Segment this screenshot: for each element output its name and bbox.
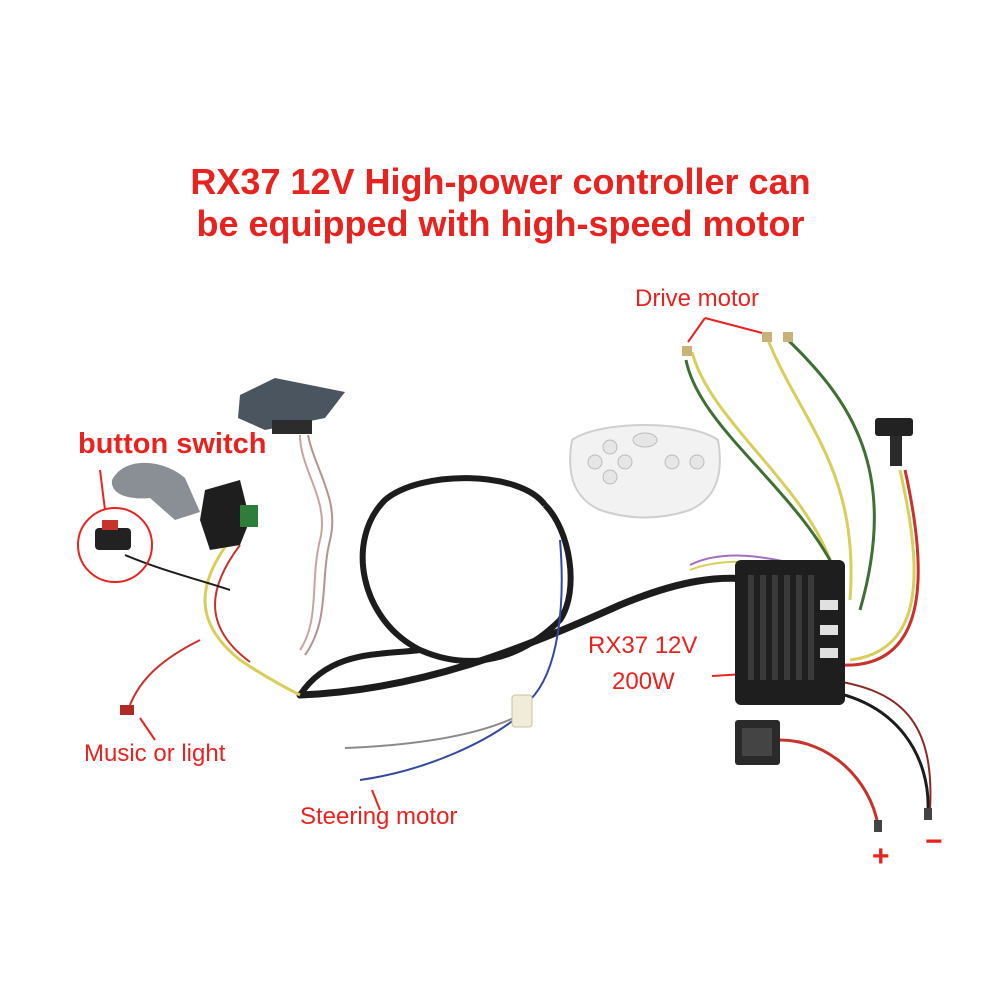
gear-shifter-icon (111, 462, 258, 550)
minus-terminal (924, 808, 932, 820)
switch-wire (124, 554, 231, 591)
drive-connector-2 (762, 332, 772, 342)
drive-wire-yellow-3 (849, 469, 916, 662)
power-wire-red-2 (829, 679, 932, 811)
plus-terminal (874, 820, 882, 832)
power-wire-black (819, 688, 930, 811)
drive-wire-green-2 (786, 338, 876, 611)
main-harness-wire (296, 574, 759, 699)
page-title-line-2: be equipped with high-speed motor (196, 203, 805, 244)
drive-wire-yellow-2 (766, 339, 853, 601)
foot-pedal-icon (238, 378, 345, 434)
pedal-wire-pink-1 (299, 434, 323, 651)
harness-branch-wire (297, 647, 421, 697)
controller-box-icon (735, 560, 845, 705)
minus-sign-label: − (925, 825, 943, 858)
steering-motor-label: Steering motor (300, 803, 458, 830)
drive-motor-pointer (687, 317, 771, 343)
remote-control-icon (569, 424, 721, 519)
drive-wire-red-3 (839, 469, 920, 667)
music-or-light-label: Music or light (84, 740, 226, 767)
drive-wire-yellow-1 (690, 351, 832, 561)
controller-label-line-1: RX37 12V (588, 632, 698, 659)
button-switch-label: button switch (78, 428, 267, 460)
controller-label-line-2: 200W (612, 668, 675, 695)
harness-loop-wire (359, 475, 574, 664)
shifter-wire-bundle (203, 539, 301, 697)
music-connector-icon (120, 705, 134, 715)
button-switch-icon (95, 520, 131, 550)
drive-motor-label: Drive motor (635, 285, 760, 312)
music-wire (129, 639, 201, 706)
top-accessory-icon (875, 418, 913, 466)
plus-sign-label: + (872, 840, 890, 873)
button-switch-pointer (99, 469, 106, 511)
drive-connector-1 (682, 346, 692, 356)
music-pointer (139, 717, 156, 741)
steering-wire-blue (359, 714, 521, 781)
steering-pointer (371, 789, 381, 811)
pedal-wire-pink-2 (304, 434, 334, 656)
page-title-line-1: RX37 12V High-power controller can (190, 161, 811, 202)
power-connector-icon (735, 720, 780, 765)
power-wire-red (779, 738, 880, 826)
drive-connector-3 (783, 332, 793, 342)
steering-connector-icon (511, 694, 533, 728)
steering-connector-wires (529, 539, 563, 701)
drive-wire-green-1 (684, 359, 842, 581)
button-switch-callout-circle (77, 507, 153, 583)
steering-wire-grey (344, 714, 521, 749)
shifter-wire-bundle-2 (214, 544, 251, 663)
